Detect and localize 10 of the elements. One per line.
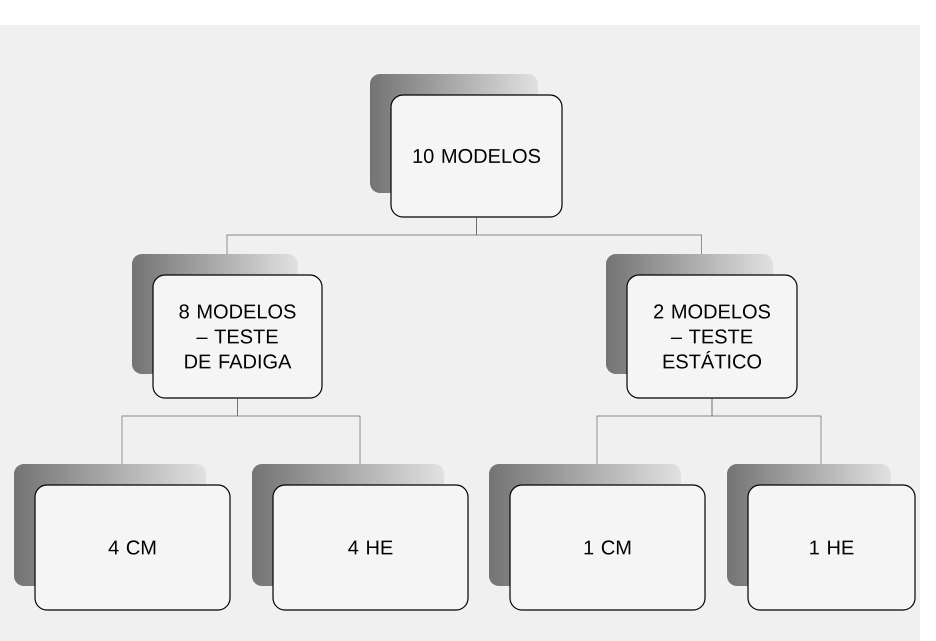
connector-line — [237, 398, 360, 464]
process-box: 2 MODELOS – TESTE ESTÁTICO — [626, 274, 798, 399]
connector-line — [476, 217, 702, 254]
connector-line — [712, 398, 822, 464]
process-box: 8 MODELOS – TESTE DE FADIGA — [152, 274, 323, 399]
process-box: 4 CM — [34, 484, 231, 611]
process-box: 1 HE — [747, 484, 916, 611]
process-box: 4 HE — [272, 484, 469, 611]
process-box: 1 CM — [509, 484, 706, 611]
process-box: 10 MODELOS — [390, 94, 563, 218]
